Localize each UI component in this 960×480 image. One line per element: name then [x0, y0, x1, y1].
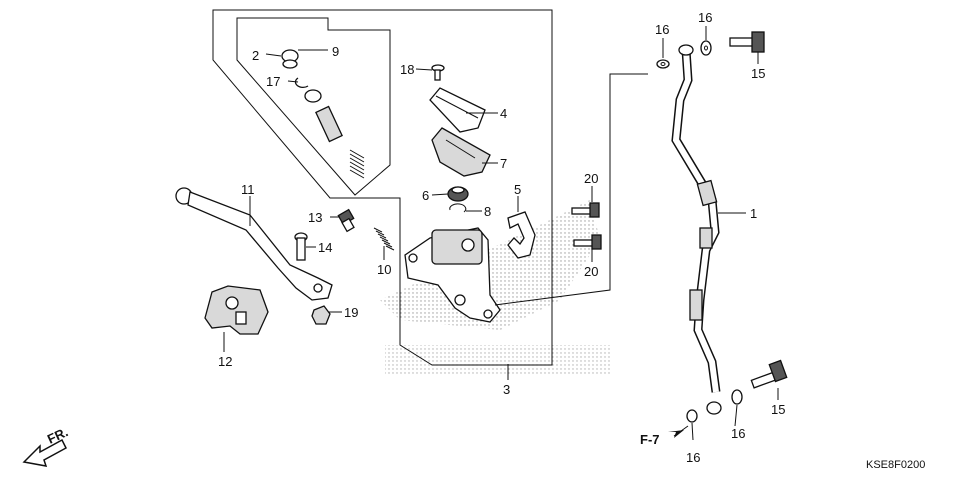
- bolt-13: [337, 208, 355, 233]
- screw-18: [431, 64, 445, 81]
- nut-19: [311, 305, 331, 325]
- pivot-14: [294, 232, 308, 261]
- label-part-9: 9: [332, 44, 339, 59]
- boot-6: [447, 186, 469, 202]
- label-part-2: 2: [252, 48, 259, 63]
- label-part-6: 6: [422, 188, 429, 203]
- front-indicator: FR.: [22, 424, 70, 467]
- clip-8: [449, 203, 467, 213]
- assembly-frame: [212, 9, 553, 366]
- label-part-12: 12: [218, 354, 232, 369]
- label-part-16-c: 16: [686, 450, 700, 465]
- label-part-1: 1: [750, 206, 757, 221]
- master-cylinder-body: [404, 227, 501, 323]
- label-part-3: 3: [503, 382, 510, 397]
- holder-5: [507, 211, 536, 259]
- bolt-20-upper: [571, 202, 600, 218]
- bolt-15-upper: [729, 31, 765, 53]
- watermark-logo: [380, 200, 610, 375]
- label-part-10: 10: [377, 262, 391, 277]
- bolt-15-lower: [750, 359, 788, 389]
- label-part-13: 13: [308, 210, 322, 225]
- brake-hose: [671, 44, 722, 415]
- label-part-16-b: 16: [698, 10, 712, 25]
- label-part-4: 4: [500, 106, 507, 121]
- label-part-20-upper: 20: [584, 171, 598, 186]
- label-part-7: 7: [500, 156, 507, 171]
- front-arrow-icon: [22, 438, 67, 467]
- reference-f7: F-7: [640, 425, 689, 447]
- spring-10: [373, 227, 395, 251]
- label-part-17: 17: [266, 74, 280, 89]
- label-part-16-a: 16: [655, 22, 669, 37]
- label-part-11: 11: [241, 182, 255, 197]
- clamp-12: [204, 285, 269, 335]
- reservoir-cap: [429, 87, 486, 133]
- washer-16-c: [686, 409, 698, 423]
- front-label: FR.: [45, 424, 70, 446]
- label-part-15-upper: 15: [751, 66, 765, 81]
- label-part-8: 8: [484, 204, 491, 219]
- bolt-20-lower: [573, 234, 602, 250]
- reference-label: F-7: [640, 432, 660, 447]
- label-part-16-d: 16: [731, 426, 745, 441]
- label-part-5: 5: [514, 182, 521, 197]
- label-part-15-lower: 15: [771, 402, 785, 417]
- label-part-14: 14: [318, 240, 332, 255]
- brake-lever: [175, 187, 333, 301]
- diagram-code: KSE8F0200: [866, 459, 925, 471]
- leader-lines: [223, 26, 779, 441]
- label-part-20-lower: 20: [584, 264, 598, 279]
- label-part-18: 18: [400, 62, 414, 77]
- piston-assembly: [281, 49, 365, 179]
- label-part-19: 19: [344, 305, 358, 320]
- diaphragm-plate: [431, 127, 491, 177]
- washer-16-b: [700, 40, 712, 56]
- washer-16-a: [656, 59, 670, 69]
- washer-16-d: [731, 389, 743, 405]
